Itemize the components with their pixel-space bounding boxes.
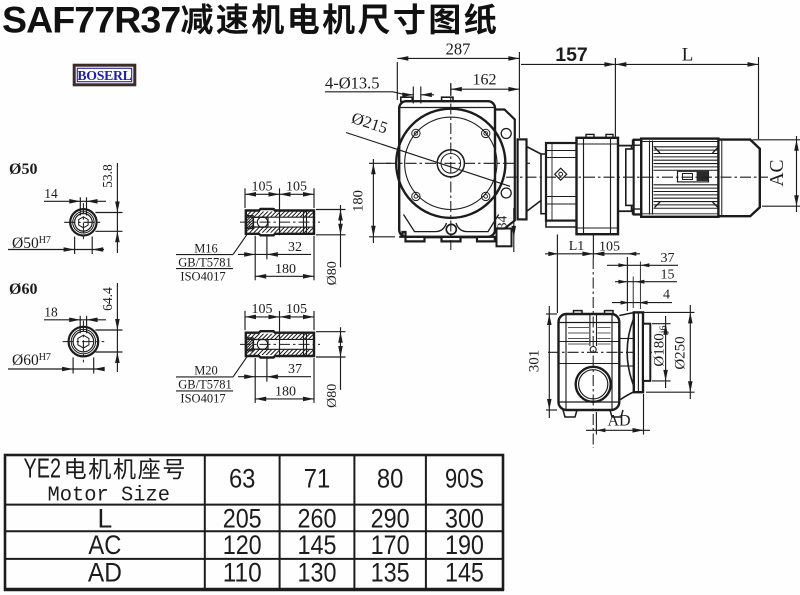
- svg-text:M16: M16: [194, 241, 218, 255]
- svg-text:180: 180: [275, 262, 296, 277]
- svg-text:260: 260: [298, 504, 337, 534]
- svg-text:105: 105: [286, 302, 307, 317]
- svg-text:287: 287: [446, 40, 471, 59]
- svg-text:80: 80: [377, 464, 404, 494]
- svg-text:Ø60H7: Ø60H7: [12, 352, 51, 369]
- svg-text:GB/T5781: GB/T5781: [178, 378, 231, 392]
- svg-text:L1: L1: [569, 239, 585, 254]
- svg-text:Ø80: Ø80: [325, 261, 340, 285]
- svg-text:GB/T5781: GB/T5781: [178, 255, 231, 269]
- svg-text:63: 63: [229, 464, 256, 494]
- svg-text:170: 170: [371, 530, 410, 560]
- svg-text:110: 110: [223, 558, 262, 588]
- svg-text:SAF77R37: SAF77R37: [2, 0, 180, 41]
- svg-text:130: 130: [298, 558, 337, 588]
- svg-text:YE2: YE2: [24, 453, 62, 484]
- svg-text:90S: 90S: [445, 464, 484, 494]
- svg-text:Ø50: Ø50: [9, 161, 37, 178]
- svg-text:105: 105: [286, 179, 307, 194]
- svg-text:ISO4017: ISO4017: [180, 269, 225, 283]
- svg-text:Ø180j6: Ø180j6: [652, 325, 670, 366]
- svg-text:AC: AC: [88, 530, 121, 560]
- svg-text:34: 34: [495, 216, 510, 230]
- svg-text:37: 37: [288, 362, 302, 377]
- svg-text:71: 71: [304, 464, 331, 494]
- svg-text:300: 300: [445, 504, 484, 534]
- svg-text:Motor Size: Motor Size: [48, 484, 171, 508]
- svg-text:105: 105: [252, 302, 273, 317]
- svg-text:ISO4017: ISO4017: [180, 392, 225, 406]
- svg-text:64.4: 64.4: [100, 287, 115, 311]
- svg-text:290: 290: [371, 504, 410, 534]
- svg-text:190: 190: [445, 530, 484, 560]
- svg-text:205: 205: [223, 504, 262, 534]
- svg-text:32: 32: [288, 240, 302, 255]
- svg-text:18: 18: [44, 304, 58, 319]
- svg-text:180: 180: [275, 384, 296, 399]
- svg-text:145: 145: [445, 558, 484, 588]
- svg-text:15: 15: [661, 268, 675, 283]
- svg-text:AD: AD: [607, 413, 630, 430]
- svg-text:4-Ø13.5: 4-Ø13.5: [325, 74, 380, 93]
- svg-text:37: 37: [661, 251, 675, 266]
- svg-text:120: 120: [223, 530, 262, 560]
- svg-text:162: 162: [473, 72, 497, 89]
- svg-text:Ø60: Ø60: [9, 281, 37, 298]
- svg-text:Ø250: Ø250: [673, 336, 689, 369]
- svg-text:301: 301: [527, 350, 543, 373]
- svg-text:53.8: 53.8: [100, 164, 115, 188]
- svg-text:BOSERL: BOSERL: [77, 68, 131, 83]
- svg-text:145: 145: [298, 530, 337, 560]
- svg-text:AD: AD: [88, 558, 122, 588]
- svg-text:Ø215: Ø215: [349, 108, 390, 137]
- svg-text:L: L: [682, 45, 694, 66]
- svg-text:135: 135: [371, 558, 410, 588]
- svg-text:180: 180: [351, 190, 367, 212]
- svg-text:4: 4: [663, 288, 670, 303]
- svg-text:M20: M20: [194, 364, 218, 378]
- svg-text:157: 157: [555, 44, 588, 66]
- svg-text:Ø80: Ø80: [325, 384, 340, 408]
- svg-text:14: 14: [44, 186, 58, 201]
- svg-text:105: 105: [599, 240, 620, 255]
- svg-text:105: 105: [252, 179, 273, 194]
- svg-text:L: L: [98, 504, 113, 534]
- svg-text:AC: AC: [767, 159, 788, 186]
